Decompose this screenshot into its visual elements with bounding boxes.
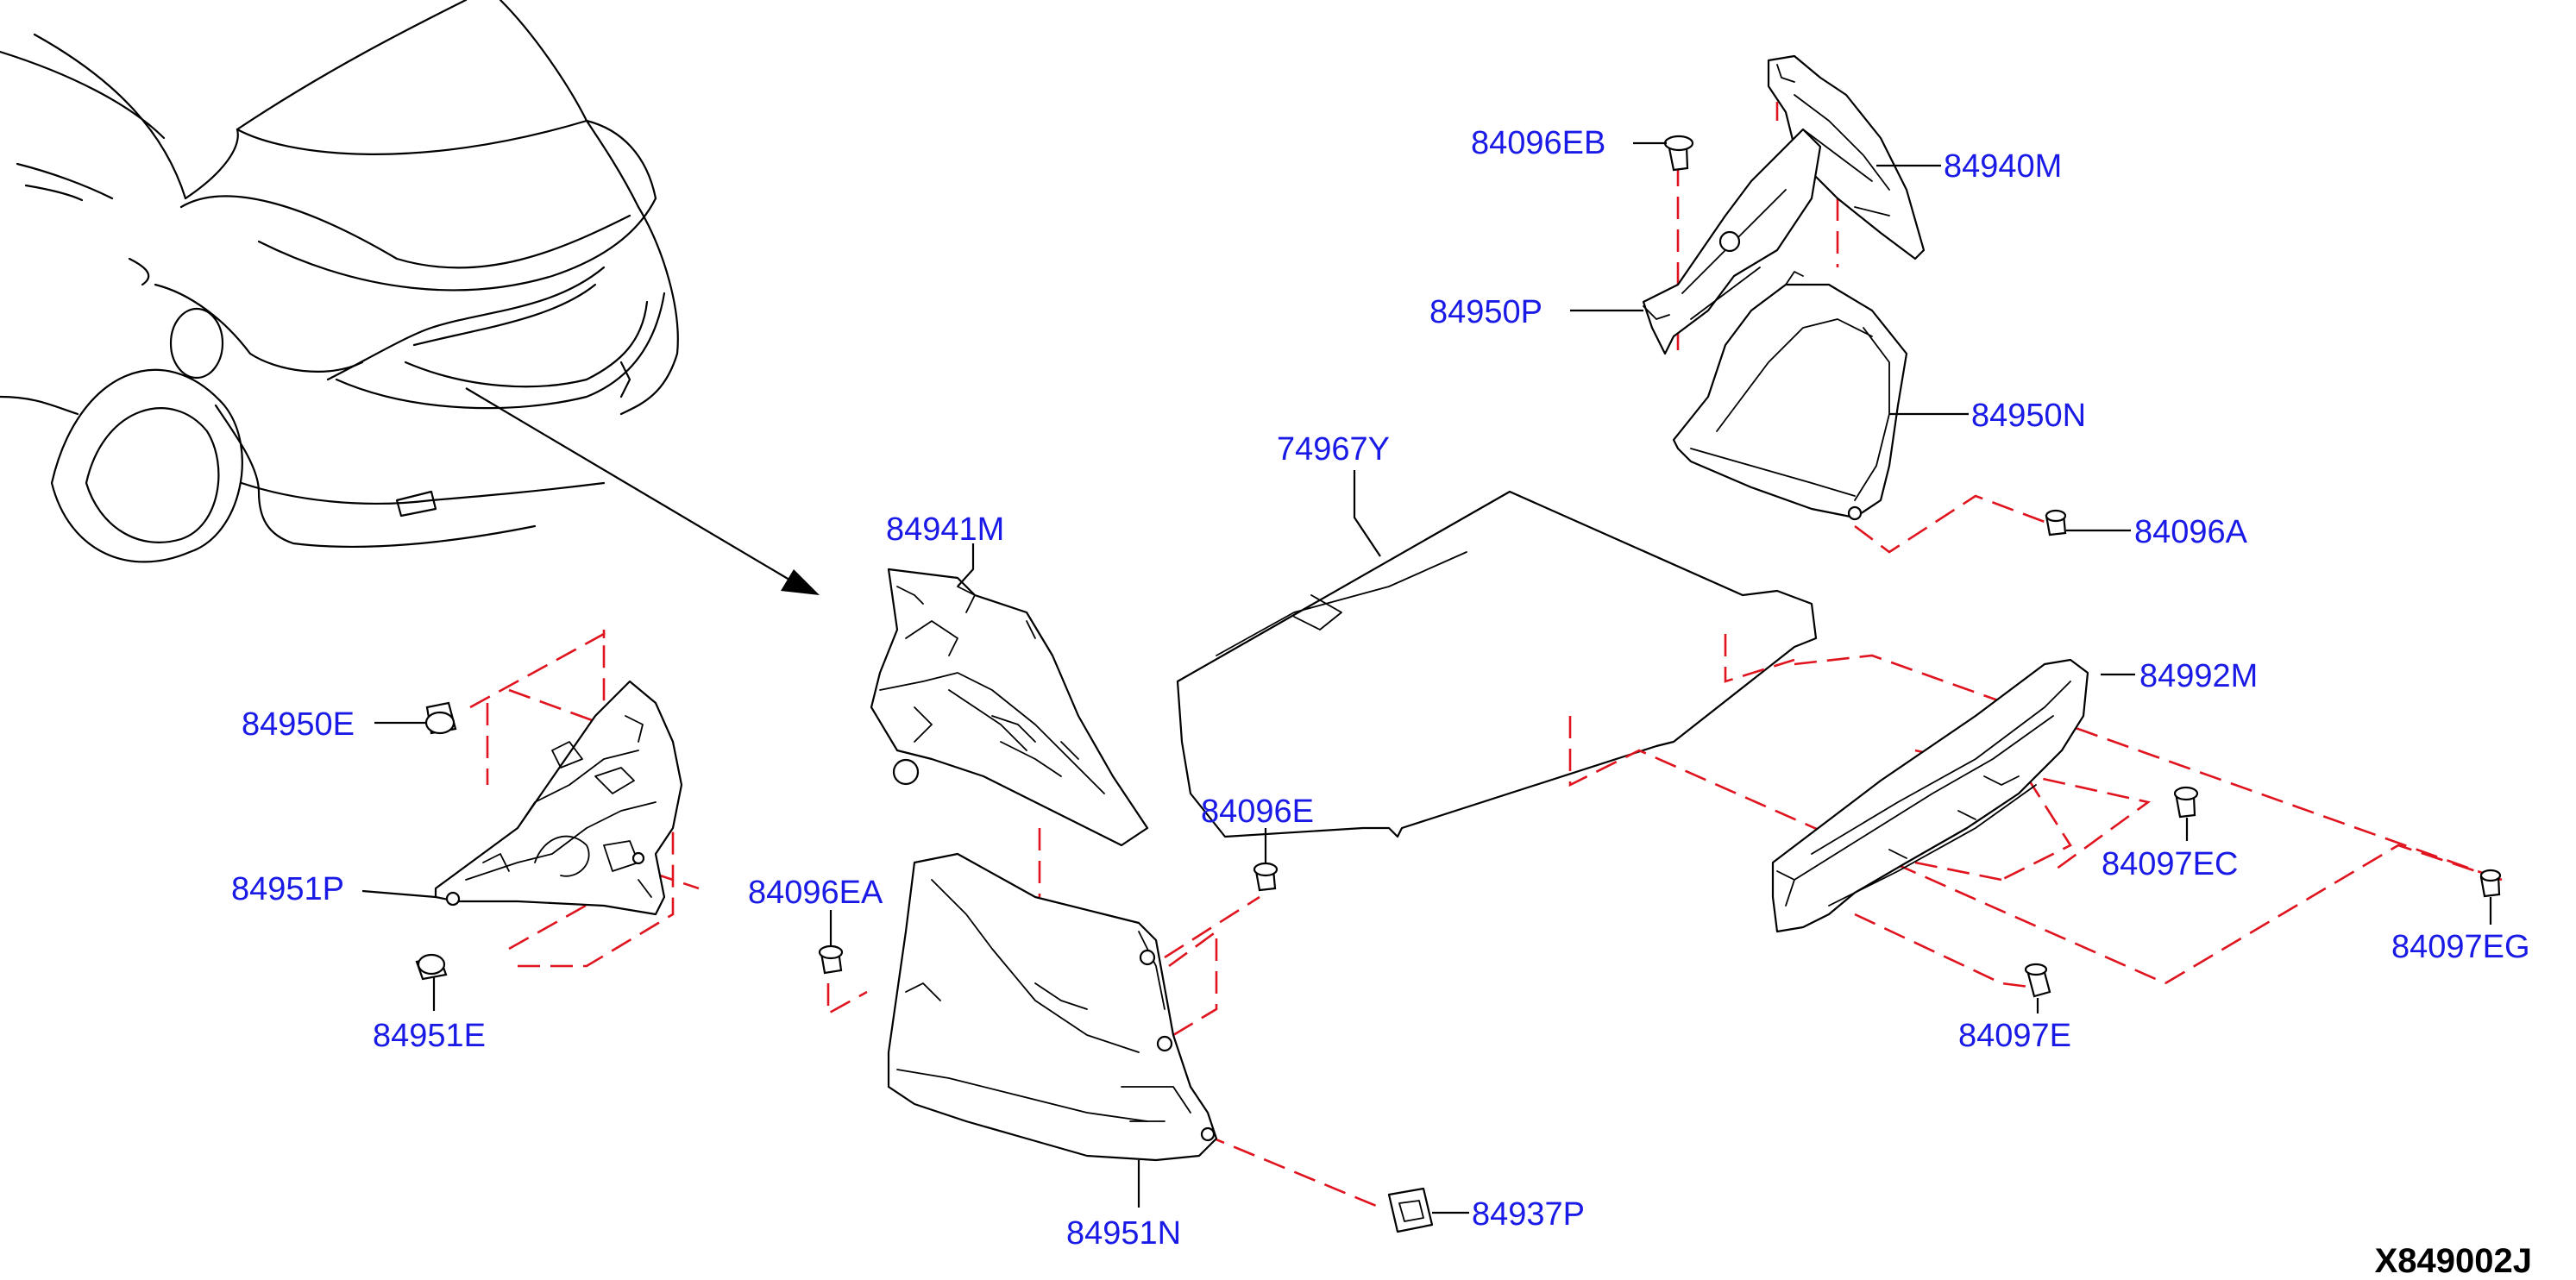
label-84096EB: 84096EB [1471, 125, 1605, 161]
label-84951N: 84951N [1066, 1215, 1181, 1252]
clip-84096EA [818, 944, 844, 975]
callout-labels: 84096EB 84940M 84950P 84950N 84096A 7496… [231, 125, 2530, 1252]
assembly-lines-left [469, 630, 700, 968]
label-84096A: 84096A [2134, 514, 2248, 550]
clip-84950E [424, 701, 457, 735]
label-84096EA: 84096EA [748, 875, 883, 911]
assembly-lines-center [826, 828, 1381, 1209]
label-84950E: 84950E [242, 706, 355, 743]
leader-lines [361, 141, 2492, 1214]
part-84941M-upper-trim [870, 568, 1149, 847]
clip-84097E [2024, 963, 2051, 998]
label-84950P: 84950P [1429, 294, 1542, 330]
part-84940M-pillar-trim [1767, 54, 1926, 260]
diagram-code: X849002J [2375, 1242, 2532, 1280]
label-84940M: 84940M [1944, 148, 2062, 185]
label-84097E: 84097E [1958, 1018, 2071, 1054]
label-84096E: 84096E [1201, 794, 1314, 830]
vehicle-rear-illustration [0, 0, 679, 563]
part-84951P-quarter-trim-upper [434, 680, 683, 916]
label-84097EG: 84097EG [2391, 929, 2530, 965]
clip-84097EG [2479, 869, 2502, 898]
clip-84096EB [1663, 135, 1694, 172]
label-84937P: 84937P [1472, 1196, 1585, 1233]
view-direction-arrow [465, 387, 820, 595]
label-84941M: 84941M [886, 511, 1004, 548]
part-84951N-lower-trim [887, 852, 1218, 1162]
label-84992M: 84992M [2139, 658, 2258, 694]
label-84951E: 84951E [373, 1018, 486, 1054]
clip-84951E [415, 953, 448, 981]
clip-84096E [1253, 862, 1279, 892]
part-84950P-upper-bracket [1642, 128, 1822, 355]
label-74967Y: 74967Y [1277, 431, 1390, 467]
label-84950N: 84950N [1971, 398, 2086, 434]
part-84937P-cap [1387, 1187, 1434, 1233]
clip-84096A [2045, 509, 2067, 536]
label-84951P: 84951P [231, 871, 344, 907]
part-74967Y-floor-board [1176, 490, 1818, 838]
assembly-lines-right [1568, 634, 2503, 989]
part-84992M-sill-plate [1771, 658, 2089, 933]
clip-84097EC [2173, 786, 2199, 819]
label-84097EC: 84097EC [2102, 846, 2238, 882]
